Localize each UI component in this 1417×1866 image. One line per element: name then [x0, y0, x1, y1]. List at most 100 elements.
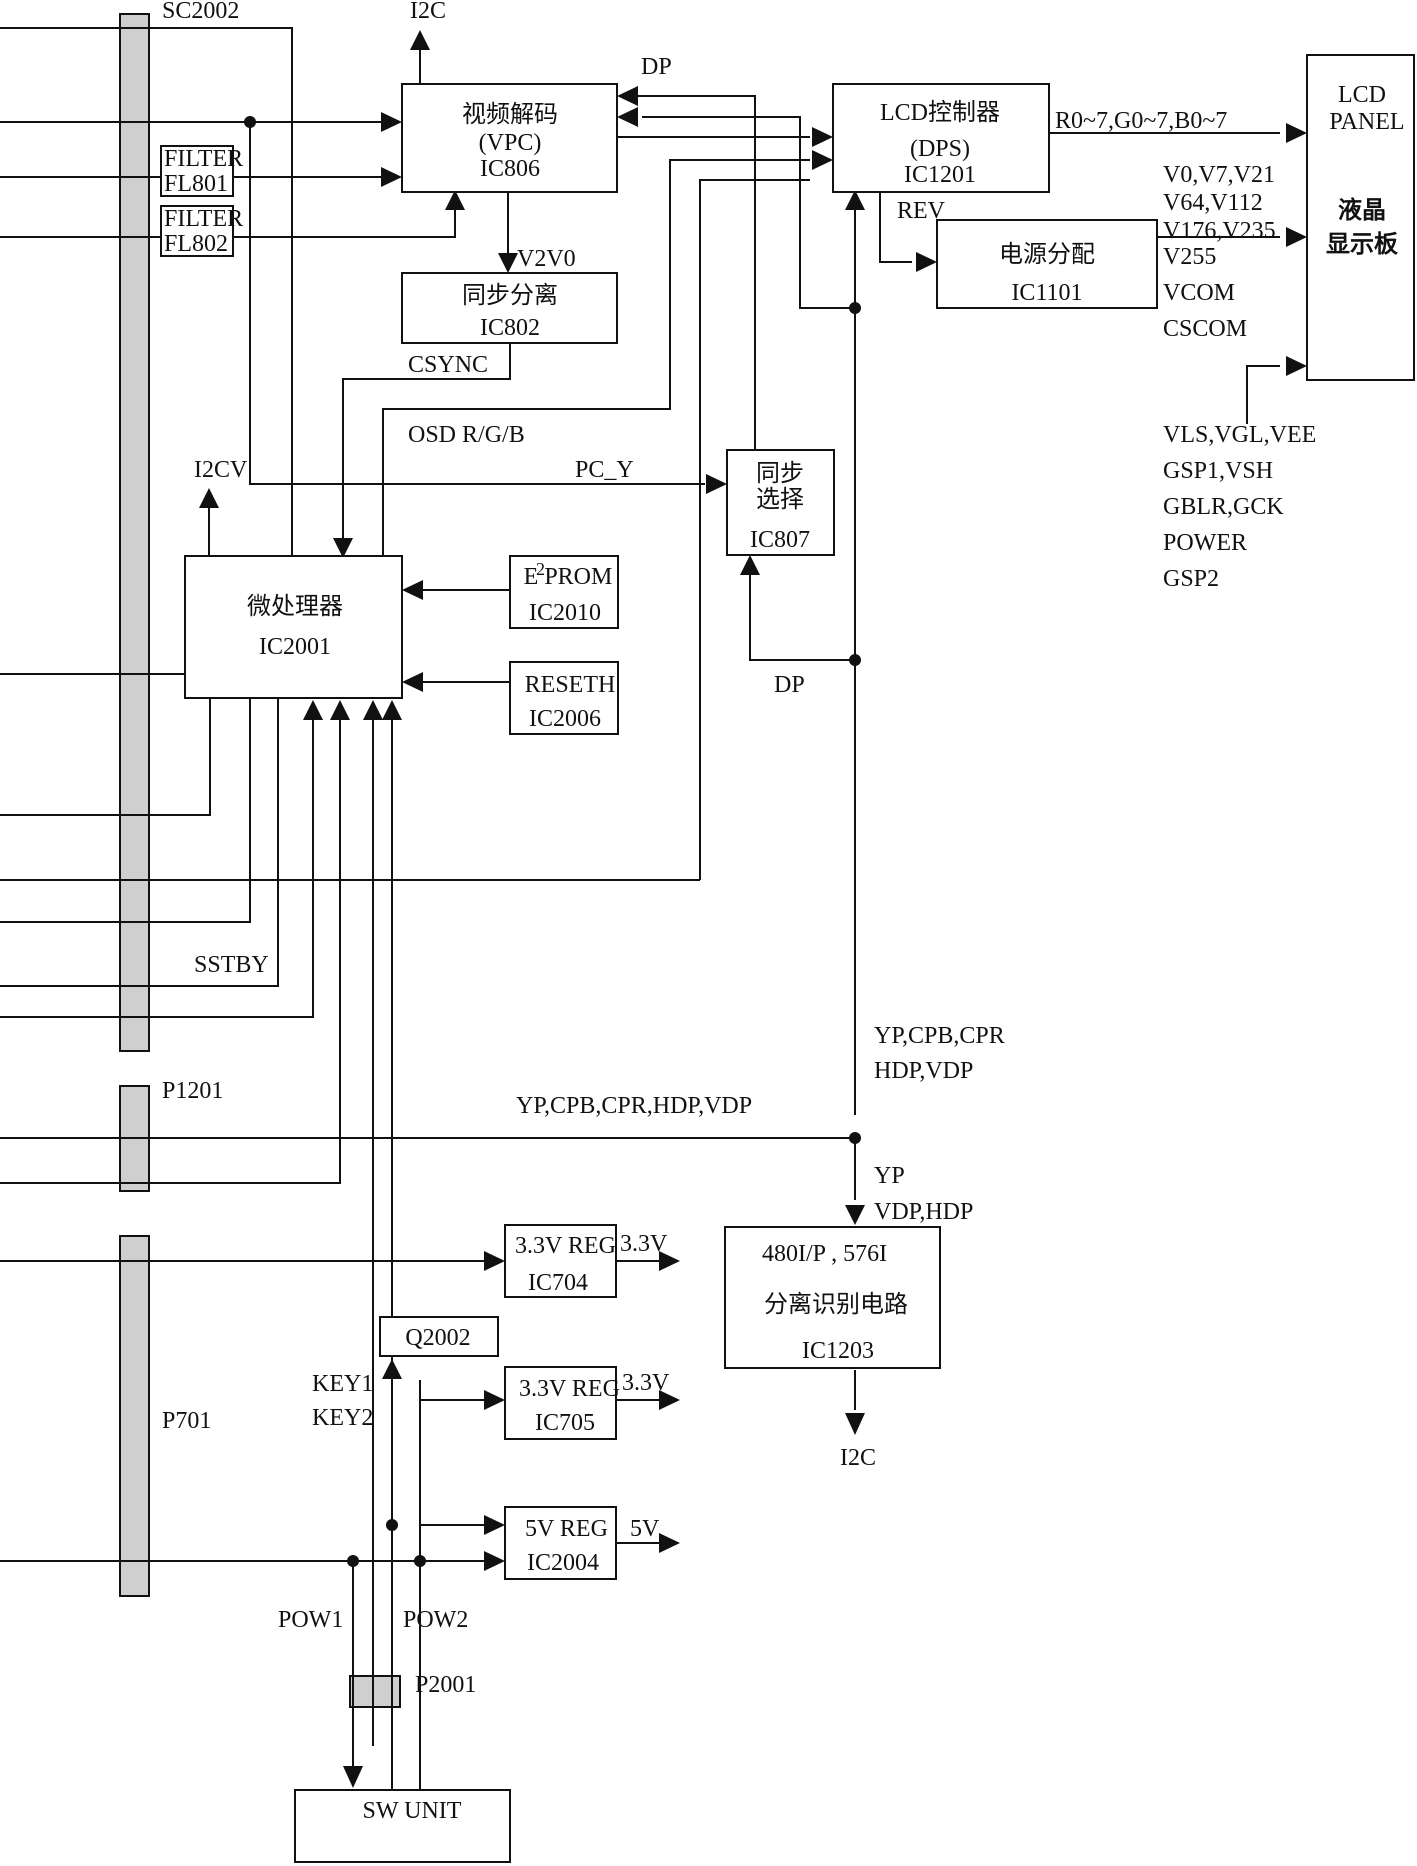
block-reset: RESETH IC2006	[509, 661, 619, 735]
signal-i2c-top: I2C	[410, 0, 446, 24]
sync-select-part: IC807	[750, 527, 810, 553]
sync-separator-part: IC802	[480, 315, 540, 341]
block-filter-fl801: FILTER FL801	[160, 145, 243, 197]
signal-ypcpb-h: YP,CPB,CPR,HDP,VDP	[516, 1093, 752, 1119]
signal-i2c-bottom: I2C	[840, 1445, 876, 1471]
signal-v-line-6: CSCOM	[1163, 316, 1247, 342]
connector-sc2002-bar	[119, 13, 150, 1052]
eeprom-name: E PROM	[524, 564, 613, 590]
eeprom-superscript: 2	[536, 559, 545, 579]
filter-fl802-part: FL802	[164, 231, 228, 257]
signal-v2v0: V2V0	[517, 246, 576, 272]
lcd-panel-line2: PANEL	[1329, 109, 1404, 135]
reg-ic2004-output: 5V	[630, 1516, 660, 1542]
sync-separator-name: 同步分离	[462, 282, 558, 309]
signal-pow1: POW1	[278, 1607, 343, 1633]
signal-ypcpb-v-1: YP,CPB,CPR	[874, 1023, 1005, 1049]
reg-ic704-name: 3.3V REG	[515, 1233, 616, 1259]
lcd-panel-line3: 液晶	[1338, 196, 1386, 224]
signal-v-line-5: VCOM	[1163, 280, 1235, 306]
block-ident-ic1203: 480I/P , 576I 分离识别电路 IC1203	[724, 1226, 941, 1369]
signal-panel-ctrl-1: VLS,VGL,VEE	[1163, 422, 1316, 448]
reg-ic705-output: 3.3V	[622, 1370, 670, 1396]
block-reg-ic705: 3.3V REG IC705 3.3V	[504, 1366, 670, 1440]
signal-i2cv: I2CV	[194, 457, 248, 483]
filter-fl801-name: FILTER	[164, 146, 243, 172]
sync-select-line2: 选择	[756, 486, 804, 513]
ident-ic1203-formats: 480I/P , 576I	[762, 1241, 887, 1267]
signal-pc-y: PC_Y	[575, 457, 634, 483]
reg-ic2004-name: 5V REG	[525, 1516, 608, 1542]
signal-panel-ctrl-3: GBLR,GCK	[1163, 494, 1284, 520]
filter-fl802-name: FILTER	[164, 206, 243, 232]
signal-panel-ctrl-4: POWER	[1163, 530, 1247, 556]
signal-osd: OSD R/G/B	[408, 422, 525, 448]
connector-sc2002-label: SC2002	[162, 0, 239, 24]
reg-ic705-name: 3.3V REG	[519, 1376, 620, 1402]
signal-panel-ctrl-2: GSP1,VSH	[1163, 458, 1273, 484]
ident-ic1203-name: 分离识别电路	[764, 1291, 908, 1318]
reg-ic704-part: IC704	[528, 1270, 588, 1296]
lcd-controller-name: LCD控制器	[880, 99, 1000, 126]
lcd-controller-abbr: (DPS)	[910, 136, 970, 162]
signal-rev: REV	[897, 198, 946, 224]
q2002-label: Q2002	[405, 1325, 470, 1351]
signal-sstby: SSTBY	[194, 952, 269, 978]
block-filter-fl802: FILTER FL802	[160, 205, 243, 257]
connector-p2001-label: P2001	[415, 1672, 476, 1698]
reset-name: RESETH	[525, 672, 616, 698]
block-power-distribution: 电源分配 IC1101	[936, 219, 1158, 309]
block-lcd-panel: LCD PANEL 液晶 显示板	[1306, 54, 1415, 381]
signal-v-line-1: V0,V7,V21	[1163, 162, 1275, 188]
lcd-controller-part: IC1201	[904, 162, 976, 188]
sw-unit-label: SW UNIT	[363, 1798, 462, 1824]
vpc-abbr: (VPC)	[479, 130, 542, 156]
lcd-panel-line1: LCD	[1338, 82, 1386, 108]
signal-v-line-2: V64,V112	[1163, 190, 1263, 216]
block-q2002: Q2002	[379, 1316, 499, 1357]
reg-ic704-output: 3.3V	[620, 1231, 668, 1257]
vpc-part: IC806	[480, 156, 540, 182]
connector-p701-bar	[119, 1235, 150, 1597]
lcd-panel-line4: 显示板	[1326, 231, 1399, 258]
signal-key2: KEY2	[312, 1405, 373, 1431]
signal-dp-top: DP	[641, 54, 672, 80]
signal-ypcpb-v-2: HDP,VDP	[874, 1058, 973, 1084]
block-sync-select: 同步 选择 IC807	[726, 449, 835, 556]
power-distribution-name: 电源分配	[999, 241, 1095, 268]
eeprom-part: IC2010	[529, 600, 601, 626]
signal-panel-ctrl-5: GSP2	[1163, 566, 1219, 592]
reg-ic2004-part: IC2004	[527, 1550, 599, 1576]
signal-vdp-hdp: VDP,HDP	[874, 1199, 973, 1225]
arrowheads	[199, 30, 1307, 1788]
connector-p701-label: P701	[162, 1408, 211, 1434]
reset-part: IC2006	[529, 706, 601, 732]
signal-v-line-4: V255	[1163, 244, 1216, 270]
block-microprocessor: 微处理器 IC2001	[184, 555, 403, 699]
block-lcd-controller: LCD控制器 (DPS) IC1201	[832, 83, 1050, 193]
microprocessor-name: 微处理器	[247, 593, 343, 620]
block-sync-separator: 同步分离 IC802	[401, 272, 618, 344]
vpc-name: 视频解码	[462, 101, 558, 128]
block-reg-ic2004: 5V REG IC2004 5V	[504, 1506, 660, 1580]
signal-key1: KEY1	[312, 1371, 373, 1397]
block-reg-ic704: 3.3V REG IC704 3.3V	[504, 1224, 668, 1298]
block-sw-unit: SW UNIT	[294, 1789, 511, 1863]
signal-dp-mid: DP	[774, 672, 805, 698]
signal-v-line-3: V176,V235	[1163, 218, 1276, 244]
reg-ic705-part: IC705	[535, 1410, 595, 1436]
signal-yp: YP	[874, 1163, 905, 1189]
block-eeprom: E PROM 2 IC2010	[509, 555, 619, 629]
connector-p1201-label: P1201	[162, 1078, 223, 1104]
block-vpc: 视频解码 (VPC) IC806	[401, 83, 618, 193]
microprocessor-part: IC2001	[259, 634, 331, 660]
filter-fl801-part: FL801	[164, 171, 228, 197]
signal-csync: CSYNC	[408, 352, 488, 378]
junctions	[244, 116, 861, 1567]
sync-select-line1: 同步	[756, 460, 804, 487]
signal-pow2: POW2	[403, 1607, 468, 1633]
wires	[0, 27, 1280, 1790]
power-distribution-part: IC1101	[1011, 280, 1082, 306]
signal-rgb-out: R0~7,G0~7,B0~7	[1055, 108, 1227, 134]
